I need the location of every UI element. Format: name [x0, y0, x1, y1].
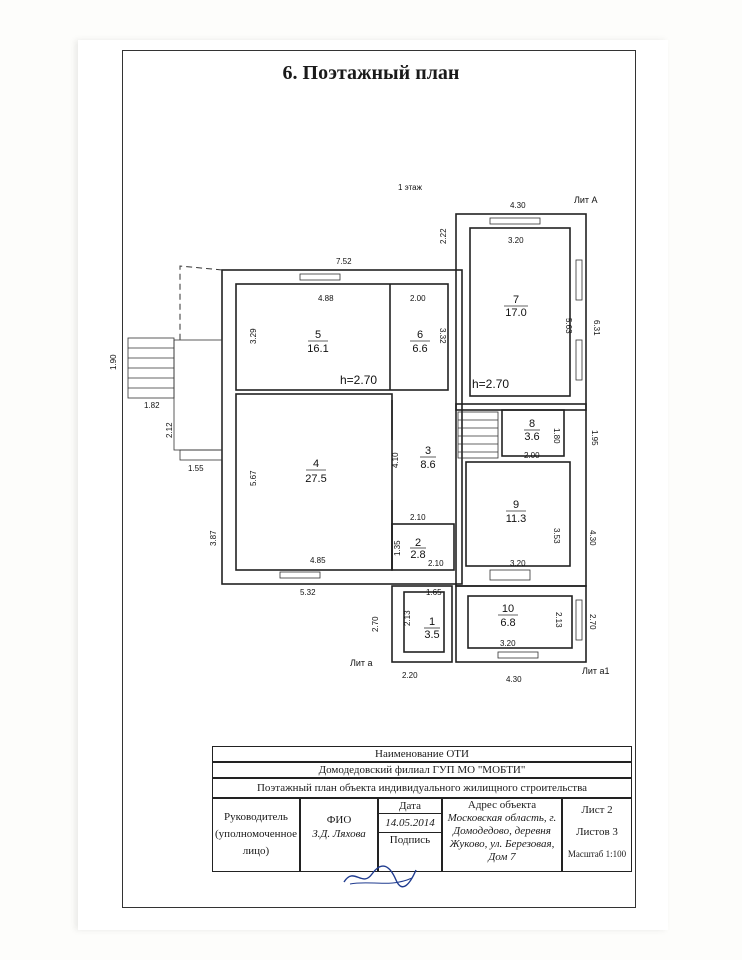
- room-labels: 1 3.5 2 2.8 3 8.6 4 27.5 5 16.1 6 6.6 7 …: [305, 294, 539, 641]
- room-10-area: 6.8: [500, 617, 515, 629]
- room-7-num: 7: [513, 294, 519, 306]
- lit-a1-label: Лит а1: [582, 666, 610, 676]
- dim: 4.30: [588, 530, 597, 546]
- dim: 3.29: [249, 328, 258, 344]
- dim: 1.80: [552, 428, 561, 444]
- dim: 1.35: [393, 540, 402, 556]
- stamp-oti-label: Наименование ОТИ: [212, 746, 632, 762]
- stairs-interior: [457, 411, 499, 459]
- area-underlines: [306, 305, 540, 629]
- room-2-num: 2: [415, 537, 421, 549]
- dim: 2.70: [371, 616, 380, 632]
- page-frame: [122, 50, 636, 908]
- room-5-area: 16.1: [307, 343, 328, 355]
- room-4-num: 4: [313, 458, 319, 470]
- dim: 4.10: [391, 452, 400, 468]
- wall-room-4: [235, 393, 393, 571]
- room-7-area: 17.0: [505, 307, 526, 319]
- room-9-area: 11.3: [506, 513, 527, 525]
- title-block: Наименование ОТИ Домодедовский филиал ГУ…: [212, 746, 632, 876]
- wall-room-9: [465, 461, 571, 567]
- wall-room-7: [469, 227, 571, 397]
- room-5-num: 5: [315, 329, 321, 341]
- stamp-date: Дата 14.05.2014 Подпись: [378, 798, 442, 872]
- room-6-num: 6: [417, 329, 423, 341]
- terrace-outline: [179, 265, 223, 340]
- dim: 2.13: [554, 612, 563, 628]
- room-10-num: 10: [502, 603, 514, 615]
- dim: 4.30: [510, 201, 526, 210]
- dim: 2.20: [402, 671, 418, 680]
- dim: 1.55: [188, 464, 204, 473]
- room-3-area: 8.6: [420, 459, 435, 471]
- lit-a-label: Лит А: [574, 195, 598, 205]
- dim: 7.52: [336, 257, 352, 266]
- dim: 1.82: [144, 401, 160, 410]
- dim: 3.53: [552, 528, 561, 544]
- floor-label: 1 этаж: [398, 183, 423, 192]
- room-2-area: 2.8: [410, 549, 425, 561]
- room-6-area: 6.6: [412, 343, 427, 355]
- wall-room-8: [501, 409, 565, 457]
- dim: 3.20: [510, 559, 526, 568]
- wall-room-1: [403, 591, 445, 653]
- wall-main-block: [221, 269, 463, 585]
- windows: [279, 217, 583, 659]
- dim: 4.30: [506, 675, 522, 684]
- stamp-rukovoditel: Руководитель (уполномоченное лицо): [212, 798, 300, 872]
- stairs-exterior: [127, 337, 223, 461]
- dim: 3.87: [209, 530, 218, 546]
- dim: 5.63: [564, 318, 573, 334]
- stamp-org: Домодедовский филиал ГУП МО "МОБТИ": [212, 762, 632, 778]
- wall-lit-a-small: [391, 585, 453, 663]
- height-label-left: h=2.70: [340, 373, 377, 387]
- dim: 2.12: [165, 422, 174, 438]
- dim: 5.32: [300, 588, 316, 597]
- dim: 1.95: [590, 430, 599, 446]
- room-4-area: 27.5: [305, 473, 326, 485]
- dim: 3.20: [500, 639, 516, 648]
- room-3-num: 3: [425, 445, 431, 457]
- dim: 5.67: [249, 470, 258, 486]
- signature-image: [343, 865, 417, 888]
- stamp-fio: ФИО З.Д. Ляхова: [300, 798, 378, 872]
- dim: 4.88: [318, 294, 334, 303]
- dim: 2.10: [410, 513, 426, 522]
- dim: 2.22: [439, 228, 448, 244]
- dim: 1.90: [109, 354, 118, 370]
- dimension-labels: 4.30 3.20 2.22 7.52 4.88 2.00 5.63 6.31 …: [109, 201, 601, 684]
- stamp-doc-name: Поэтажный план объекта индивидуального ж…: [212, 778, 632, 798]
- wall-rooms-5-6: [235, 283, 449, 391]
- wall-room-10: [467, 595, 573, 649]
- wall-room-2: [391, 523, 455, 571]
- document-title: 6. Поэтажный план: [282, 62, 460, 84]
- dim: 2.00: [524, 451, 540, 460]
- height-label-right: h=2.70: [472, 377, 509, 391]
- room-1-num: 1: [429, 616, 435, 628]
- room-8-num: 8: [529, 418, 535, 430]
- dim: 1.65: [426, 588, 442, 597]
- wall-lit-a1: [455, 585, 587, 663]
- room-9-num: 9: [513, 499, 519, 511]
- room-1-area: 3.5: [424, 629, 439, 641]
- dim: 2.00: [410, 294, 426, 303]
- room-8-area: 3.6: [524, 431, 539, 443]
- lit-a-small-label: Лит а: [350, 658, 373, 668]
- dim: 2.13: [403, 610, 412, 626]
- dim: 3.32: [438, 328, 447, 344]
- dim: 3.20: [508, 236, 524, 245]
- stamp-address: Адрес объекта Московская область, г. Дом…: [442, 798, 562, 872]
- dim: 2.70: [588, 614, 597, 630]
- dim: 4.85: [310, 556, 326, 565]
- dim: 6.31: [592, 320, 601, 336]
- stamp-sheet-info: Лист 2 Листов 3 Масштаб 1:100: [562, 798, 632, 872]
- dim: 2.10: [428, 559, 444, 568]
